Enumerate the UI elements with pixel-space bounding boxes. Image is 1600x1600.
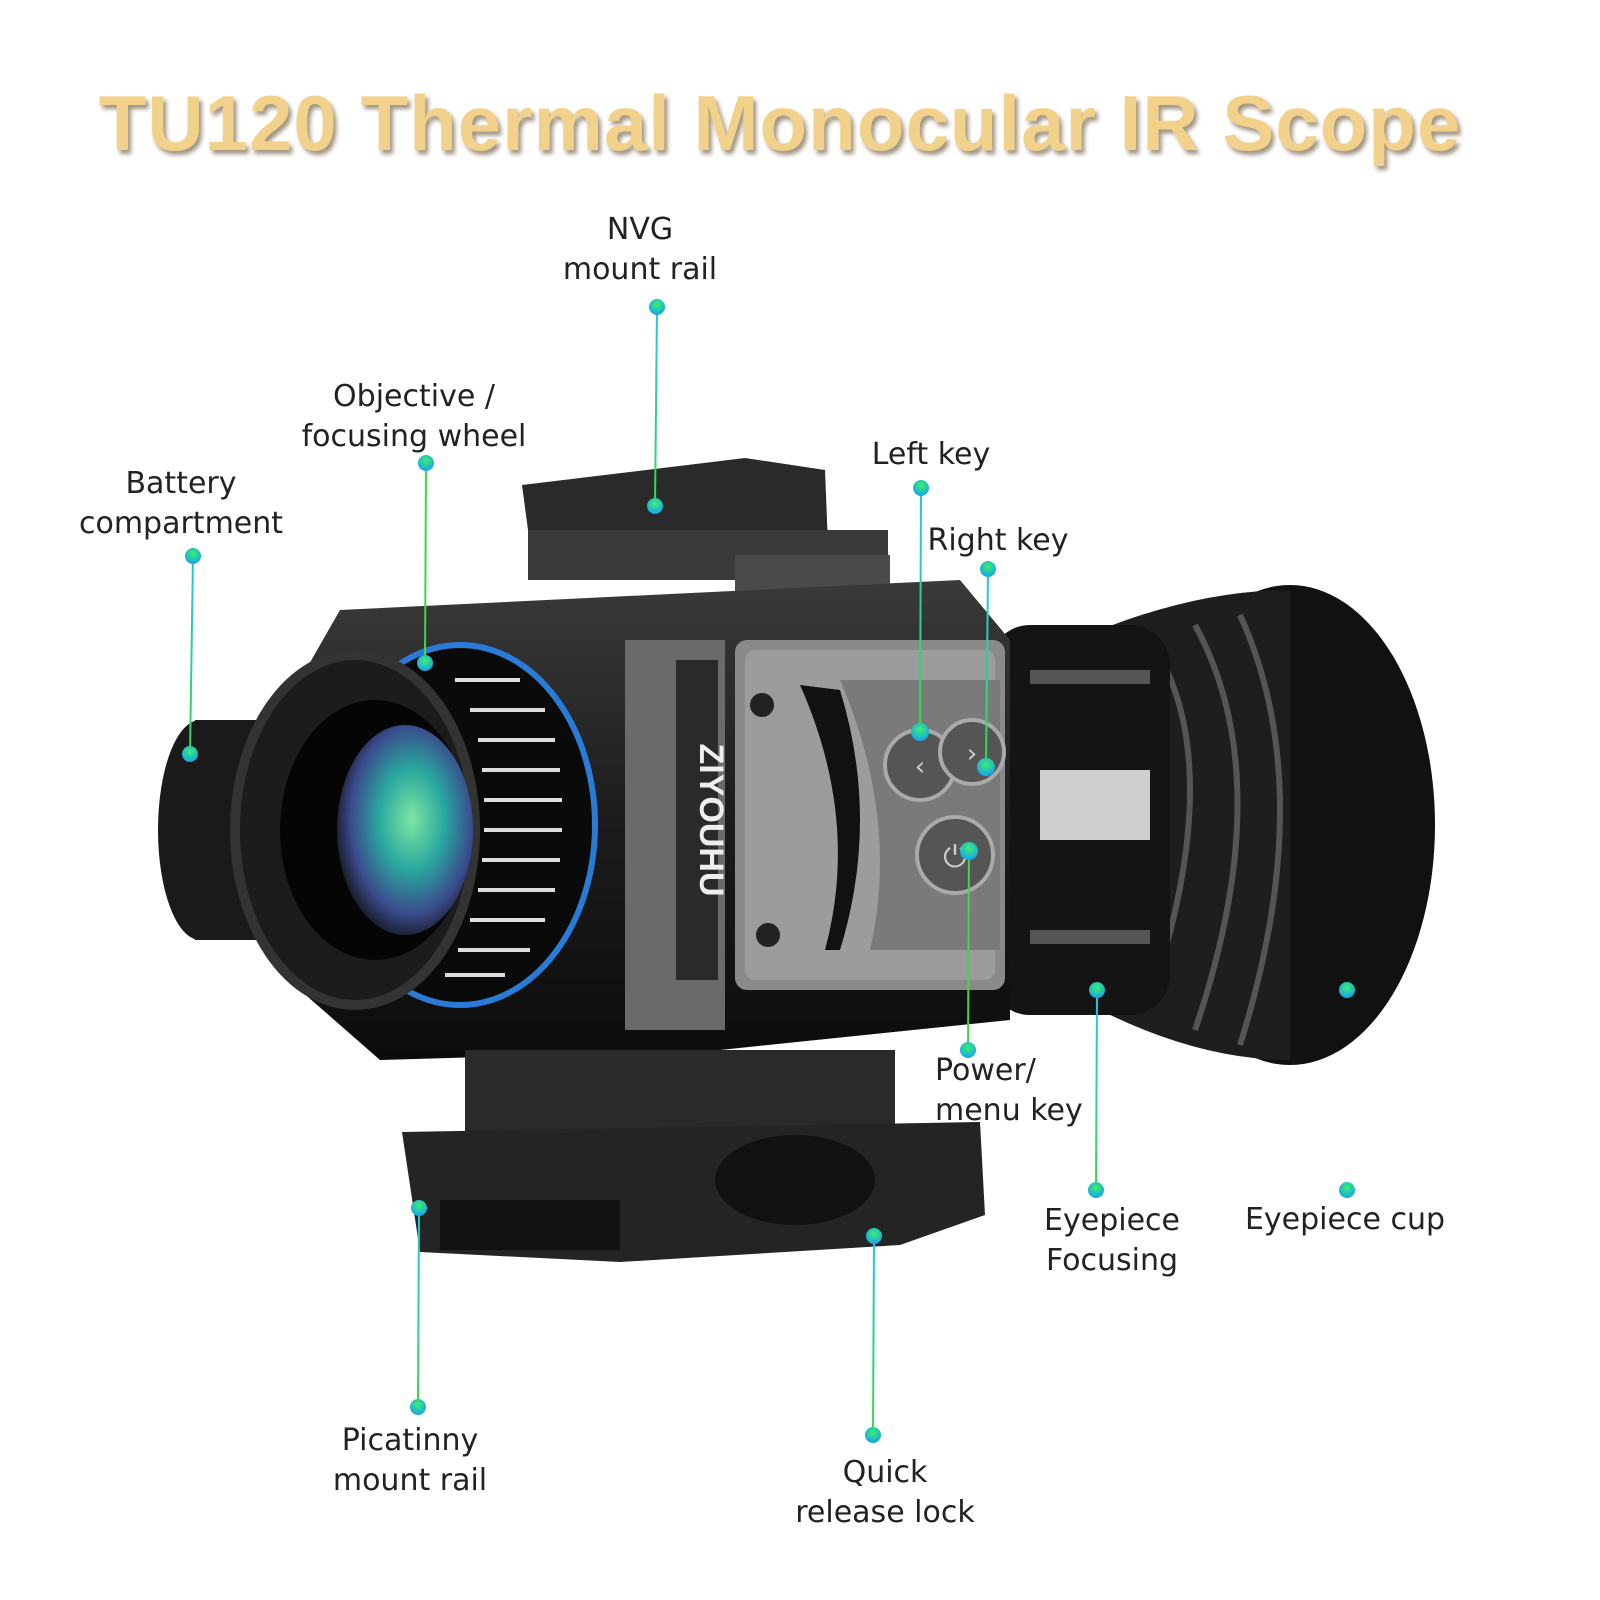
label-left-key: Left key: [872, 435, 991, 475]
label-right-key: Right key: [927, 521, 1068, 561]
label-line: menu key: [935, 1093, 1083, 1128]
label-nvg-mount-rail: NVG mount rail: [563, 210, 717, 290]
label-objective-focusing-wheel: Objective / focusing wheel: [302, 377, 527, 457]
label-line: Right key: [927, 523, 1069, 558]
label-line: Eyepiece: [1044, 1203, 1180, 1238]
label-eyepiece-cup: Eyepiece cup: [1245, 1200, 1445, 1240]
label-line: Eyepiece cup: [1244, 1202, 1446, 1237]
label-line: mount rail: [562, 252, 718, 287]
label-quick-release-lock: Quick release lock: [795, 1453, 975, 1533]
label-line: NVG: [606, 212, 674, 247]
right-key: ›: [938, 718, 1006, 786]
label-line: mount rail: [332, 1463, 488, 1498]
label-line: focusing wheel: [301, 419, 527, 454]
power-key: ⏻: [915, 815, 995, 895]
callout-dots: [182, 299, 1355, 1443]
label-line: Battery: [125, 466, 237, 501]
diagram-title: TU120 Thermal Monocular IR Scope: [98, 79, 1462, 167]
label-line: Left key: [871, 437, 991, 472]
label-line: compartment: [78, 506, 284, 541]
svg-text:›: ›: [967, 739, 977, 769]
label-line: Focusing: [1045, 1243, 1179, 1278]
brand-logo: ZIYOUHU: [692, 744, 730, 897]
label-line: release lock: [795, 1495, 975, 1530]
scope-body: ZIYOUHU ‹ › ⏻: [158, 458, 1435, 1262]
label-line: Picatinny: [341, 1423, 479, 1458]
label-battery-compartment: Battery compartment: [79, 464, 283, 544]
label-line: Objective /: [333, 379, 495, 414]
svg-text:‹: ‹: [915, 752, 925, 782]
label-picatinny-mount-rail: Picatinny mount rail: [333, 1421, 487, 1501]
label-line: Power/: [935, 1053, 1036, 1088]
callout-lines: [189, 306, 1348, 1436]
label-line: Quick: [842, 1455, 928, 1490]
label-power-menu-key: Power/menu key: [935, 1051, 1083, 1131]
